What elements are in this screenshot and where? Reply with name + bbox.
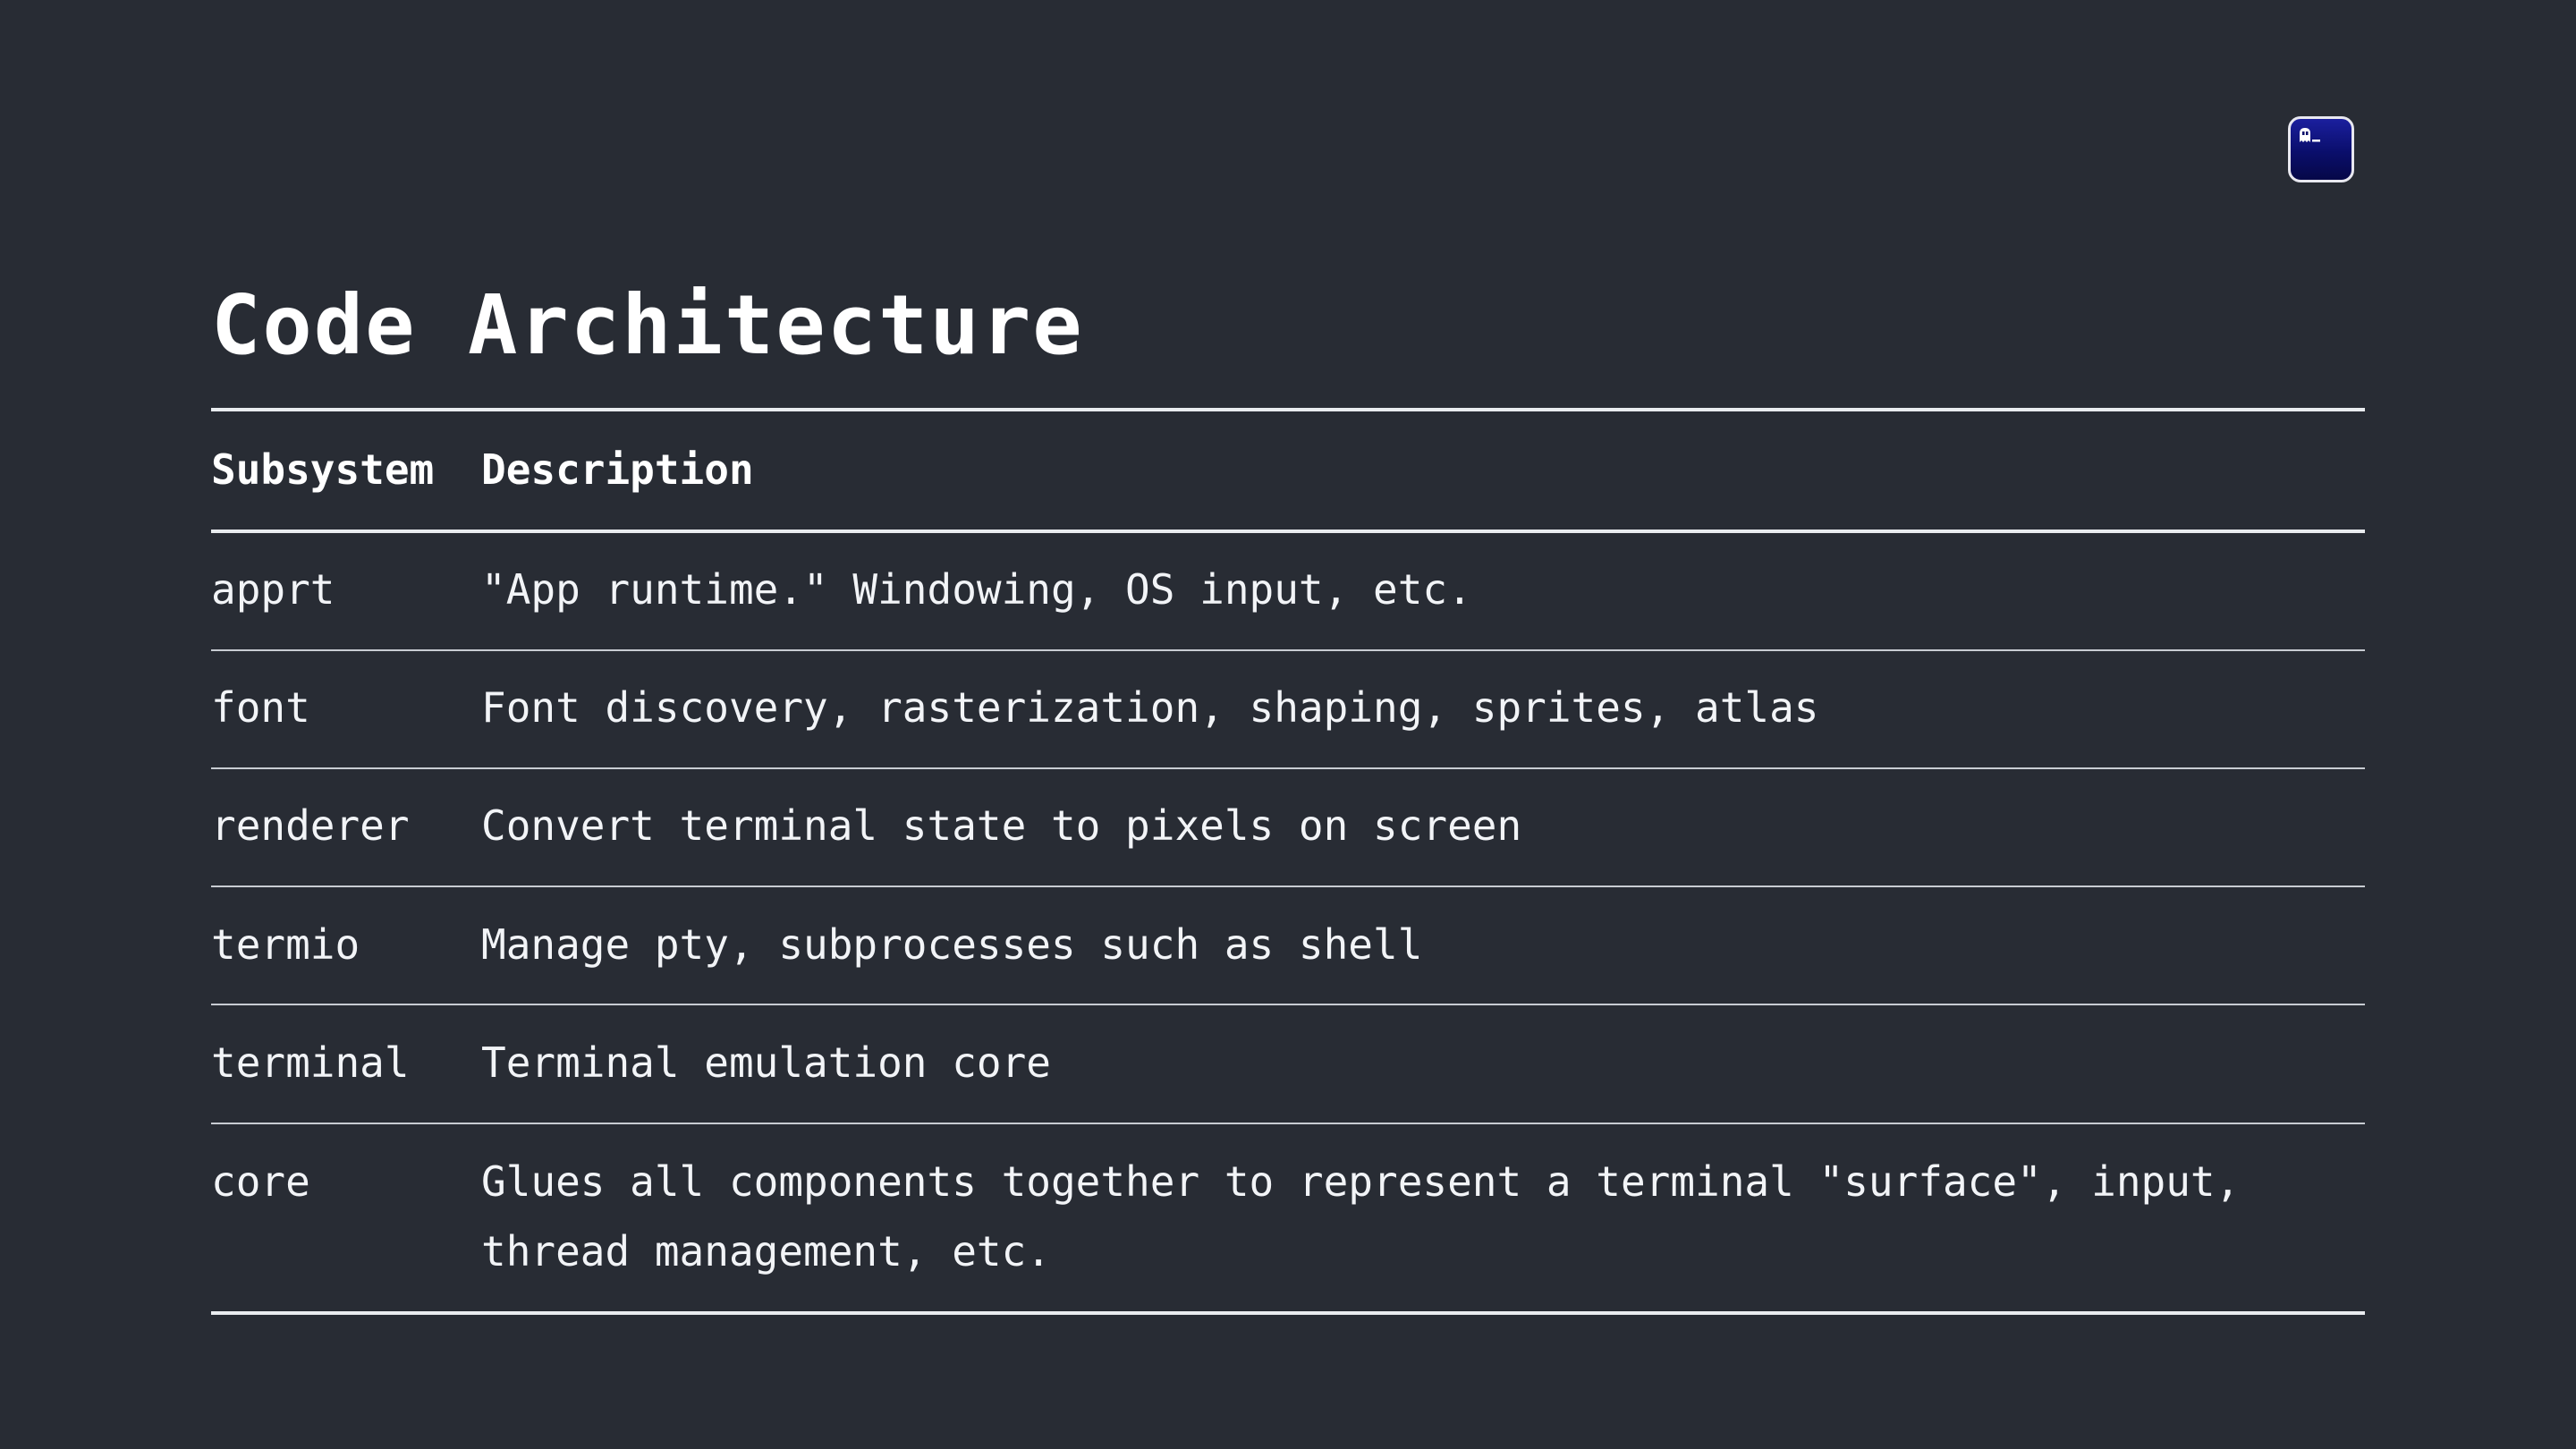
table-row-subsystem: font (211, 683, 310, 732)
table-top-rule (211, 408, 2365, 411)
table-row-subsystem: renderer (211, 801, 410, 850)
page-title: Code Architecture (211, 277, 1084, 373)
row-divider (211, 767, 2365, 769)
row-divider (211, 649, 2365, 651)
ghost-terminal-icon (2300, 128, 2320, 142)
table-row-subsystem: apprt (211, 565, 335, 614)
table-bottom-rule (211, 1311, 2365, 1315)
table-row-subsystem: termio (211, 920, 360, 969)
row-divider (211, 1004, 2365, 1005)
table-row-subsystem: terminal (211, 1038, 410, 1087)
table-row-description: Glues all components together to represe… (481, 1157, 2241, 1275)
table-row-subsystem: core (211, 1157, 310, 1206)
table-row-description: Terminal emulation core (481, 1038, 1051, 1087)
column-header-description: Description (481, 445, 754, 494)
row-divider (211, 1123, 2365, 1124)
header-rule (211, 530, 2365, 533)
table-row-description: "App runtime." Windowing, OS input, etc. (481, 565, 1472, 614)
table-row-description: Manage pty, subprocesses such as shell (481, 920, 1423, 969)
ghostty-logo-icon (2288, 116, 2354, 182)
table-row-description: Font discovery, rasterization, shaping, … (481, 683, 1819, 732)
row-divider (211, 886, 2365, 887)
table-row-description: Convert terminal state to pixels on scre… (481, 801, 1522, 850)
column-header-subsystem: Subsystem (211, 445, 435, 494)
